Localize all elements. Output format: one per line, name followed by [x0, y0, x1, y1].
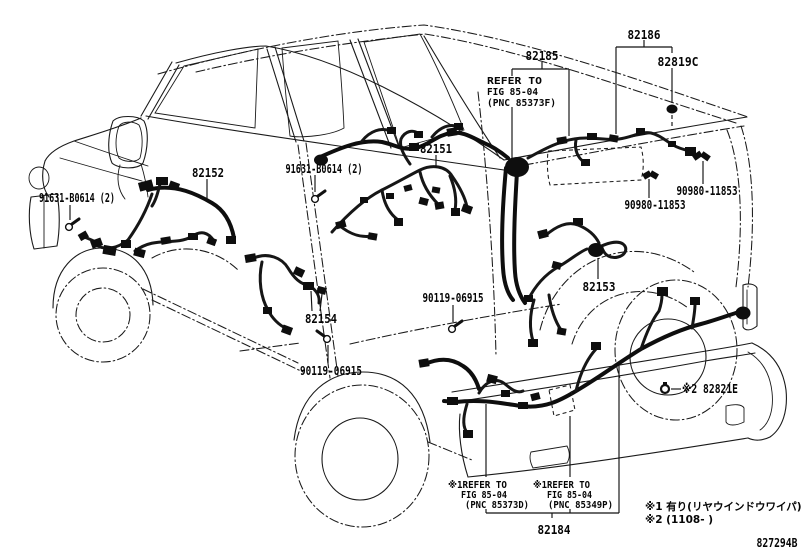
harness-connectors-reardoor	[335, 131, 474, 241]
footnotes: ※1 有り(リヤウインドウワイパ) ※2 (1108- )	[645, 500, 802, 526]
bolt-91631-mid	[310, 189, 327, 204]
part-label-90980-lower: 90980-11853	[625, 198, 686, 212]
part-label-82184: 82184	[538, 523, 571, 537]
part-label-82186: 82186	[628, 28, 661, 42]
harness-connectors-roof	[387, 123, 696, 166]
refer-note-left: ※1REFER TO FIG 85-04 (PNC 85373D)	[448, 480, 529, 511]
footnote-1: ※1 有り(リヤウインドウワイパ)	[645, 500, 802, 513]
bolt-90119-right	[447, 319, 464, 334]
part-label-82821e: ※2 82821E	[682, 382, 738, 396]
grommet-82819c	[666, 104, 678, 114]
part-label-82185: 82185	[526, 49, 559, 63]
fasteners	[64, 104, 711, 395]
clip-90980-upper	[692, 150, 711, 162]
wiring-harnesses	[77, 123, 751, 438]
footnote-2: ※2 (1108- )	[645, 514, 713, 526]
part-label-91631-left: 91631-B0614 (2)	[39, 191, 115, 205]
refer-note-roof: REFER TO FIG 85-04 (PNC 85373F)	[487, 76, 556, 109]
diagram-code: 827294B	[757, 536, 798, 550]
refer-roof-line3: (PNC 85373F)	[487, 98, 556, 109]
refer-right-line1: ※1REFER TO	[533, 480, 590, 491]
harness-connectors-quarter	[524, 218, 583, 347]
refer-left-line3: (PNC 85373D)	[465, 500, 529, 511]
clip-90980-lower	[642, 170, 659, 180]
part-label-82819c: 82819C	[658, 55, 699, 69]
phantom-connector	[548, 384, 576, 417]
refer-left-line2: FIG 85-04	[461, 490, 507, 501]
refer-roof-line1: REFER TO	[487, 76, 542, 87]
refer-note-right: ※1REFER TO FIG 85-04 (PNC 85349P)	[533, 480, 613, 511]
refer-right-line3: (PNC 85349P)	[548, 500, 613, 511]
harness-connectors-bpillar	[244, 253, 327, 336]
refer-left-line1: ※1REFER TO	[448, 480, 507, 491]
part-label-82154: 82154	[305, 312, 337, 326]
refer-right-line2: FIG 85-04	[547, 490, 592, 501]
part-label-82152: 82152	[192, 166, 224, 180]
bolt-91631-left	[64, 217, 81, 232]
part-label-90980-upper: 90980-11853	[677, 184, 738, 198]
refer-roof-line2: FIG 85-04	[487, 87, 538, 98]
vehicle-outline	[28, 24, 787, 528]
part-label-82151: 82151	[420, 142, 452, 156]
clip-82821e	[659, 382, 671, 395]
part-label-91631-mid: 91631-B0614 (2)	[286, 162, 363, 176]
harness-connectors-rear	[418, 287, 700, 438]
leader-lines	[69, 40, 704, 518]
bolt-90119-left	[315, 329, 332, 344]
part-label-82153: 82153	[583, 280, 616, 294]
part-label-90119-right: 90119-06915	[423, 291, 484, 305]
part-label-90119-left: 90119-06915	[300, 364, 362, 378]
part-labels: 82185 82186 82819C 82151 82152 82153 821…	[39, 28, 738, 537]
harness-connectors-front	[77, 177, 236, 259]
